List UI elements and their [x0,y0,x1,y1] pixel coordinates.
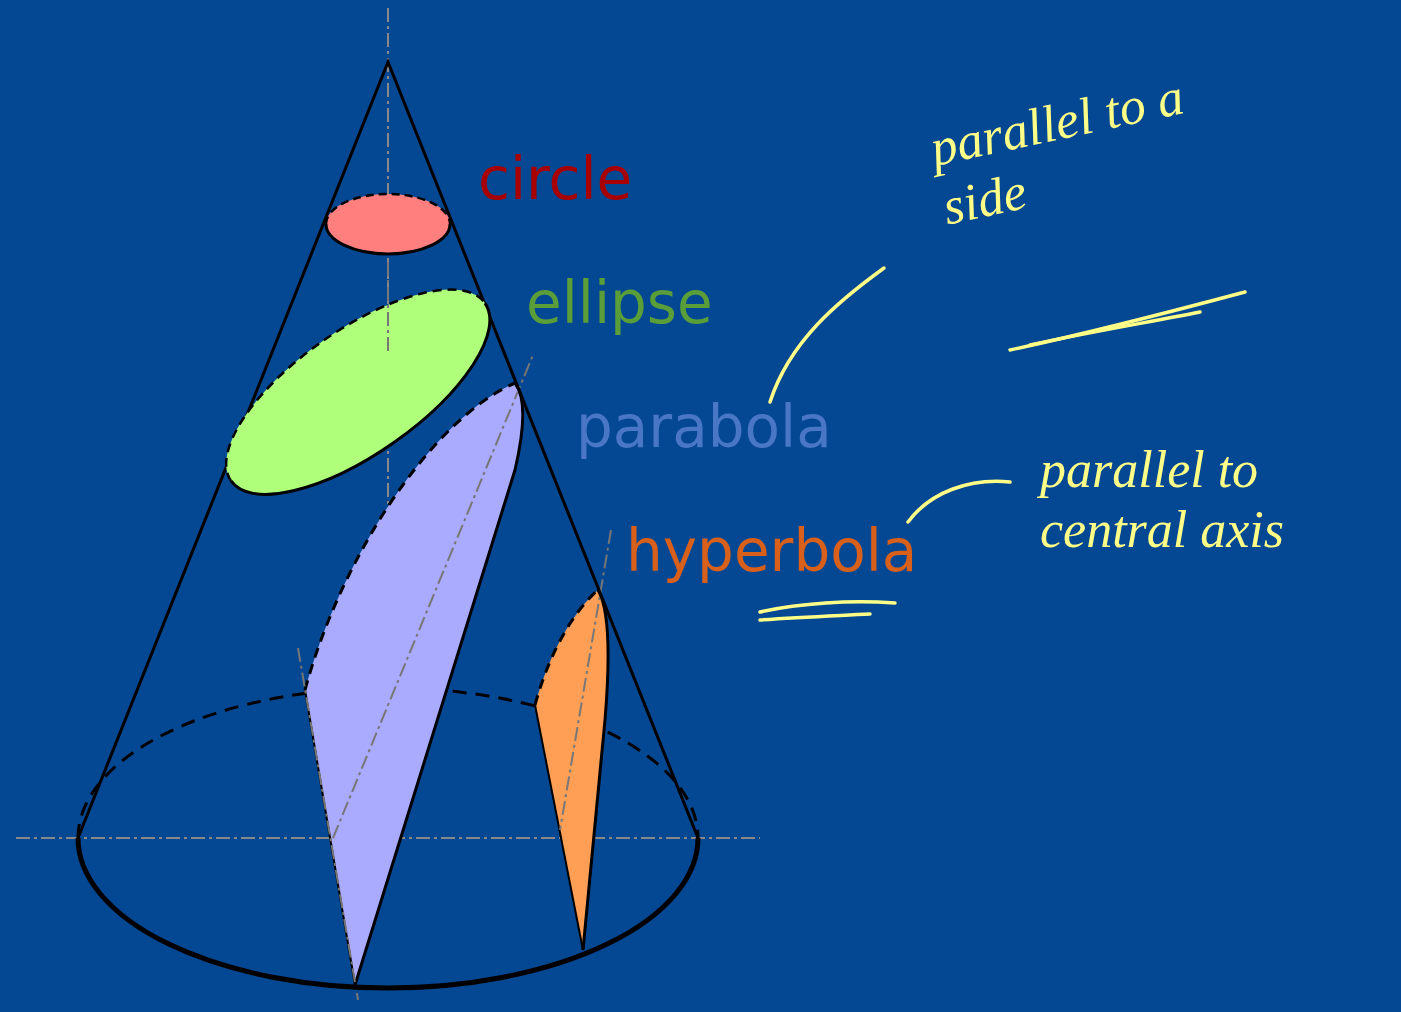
hyperbola-axis [560,530,611,830]
underline [1030,312,1200,345]
handwritten-note: parallel to a side [925,58,1243,237]
ellipse-back [195,252,484,481]
hyperbola-section [535,590,608,950]
section-label: circle [478,148,632,212]
section-label: ellipse [526,272,713,336]
leader-line [770,268,884,402]
circle-front [326,224,450,254]
base-front [78,838,698,988]
hyperbola-top [535,590,598,705]
circle-section [326,194,450,254]
cone-axis [387,262,389,355]
parabola-edge [355,383,523,985]
hyperbola-edge [535,705,583,950]
section-label: parabola [576,396,832,460]
parabola-trace [298,648,358,1000]
ellipse-front [231,303,520,532]
handwritten-note: parallel to central axis [1040,440,1290,560]
ellipse-section [195,252,520,531]
circle-back [326,194,450,224]
underline [760,602,895,612]
hyperbola-edge [583,590,608,950]
section-label: hyperbola [626,520,917,584]
leader-line [908,481,1010,522]
underline [1010,292,1245,350]
underline [760,614,870,620]
